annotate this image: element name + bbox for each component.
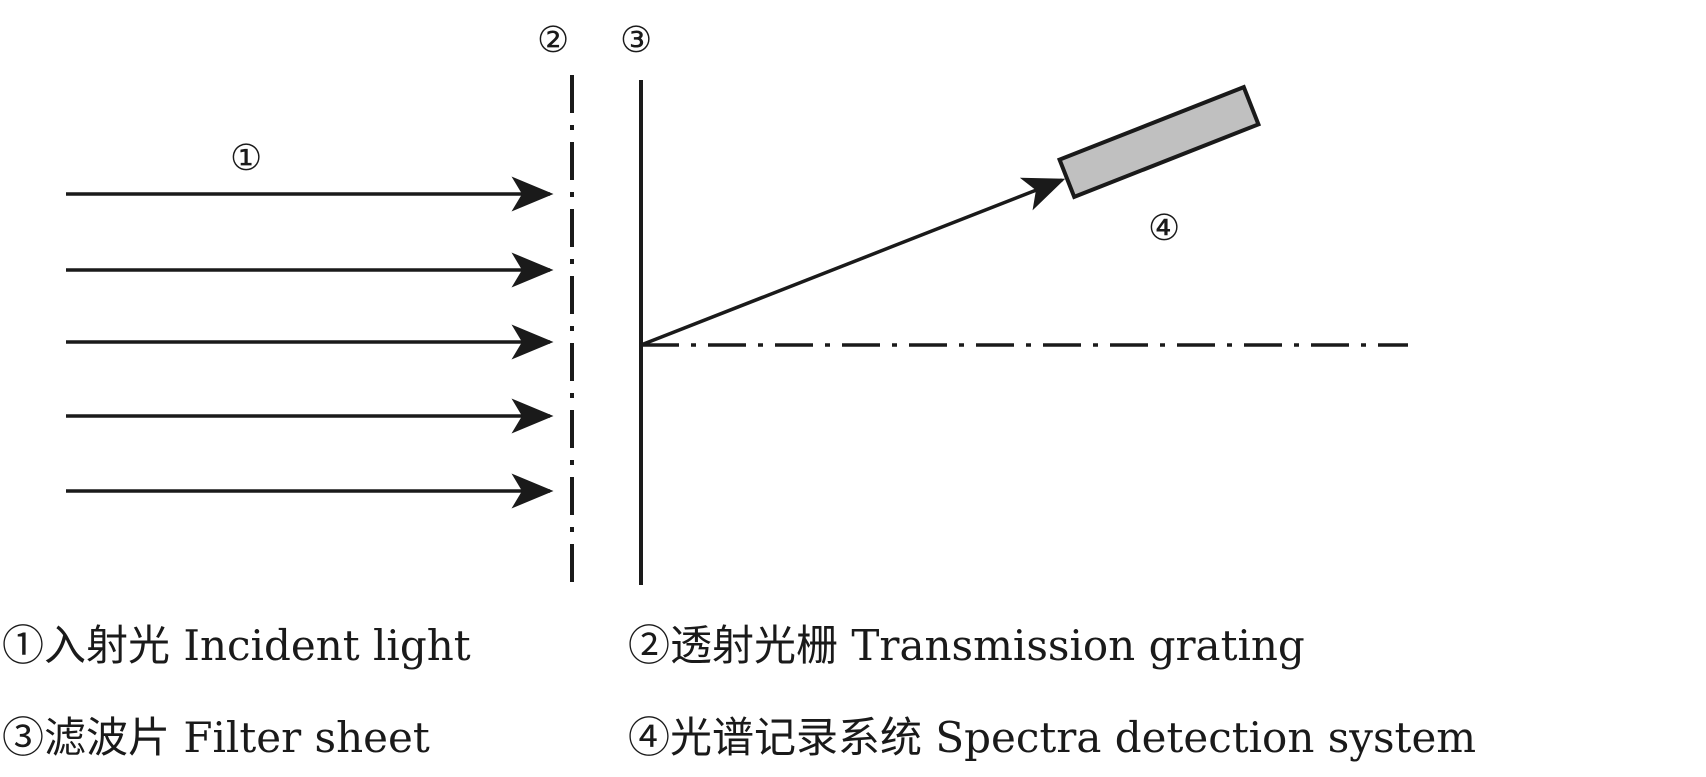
legend-incident-light: ①入射光 Incident light: [2, 621, 471, 670]
legend-transmission-grating: ②透射光栅 Transmission grating: [628, 621, 1305, 670]
diffracted-ray: [640, 177, 1066, 347]
callout-detector: ④: [1148, 208, 1180, 249]
callout-filter: ③: [620, 20, 652, 61]
legend-spectra-detection: ④光谱记录系统 Spectra detection system: [628, 713, 1476, 762]
callout-incident-light: ①: [230, 138, 262, 179]
spectra-detector: [1056, 84, 1262, 200]
callout-grating: ②: [537, 20, 569, 61]
legend-filter-sheet: ③滤波片 Filter sheet: [2, 713, 430, 762]
incident-light-rays: [66, 176, 554, 509]
